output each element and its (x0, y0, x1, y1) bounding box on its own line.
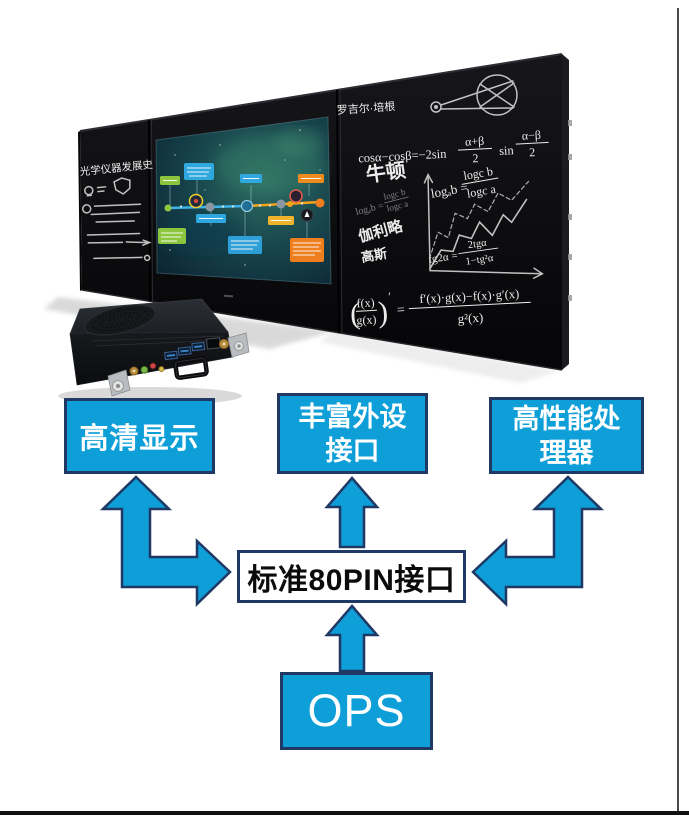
center-screen (155, 116, 332, 285)
screen-timeline (158, 163, 325, 262)
svg-text:=: = (397, 303, 406, 318)
arrow-left-elbow (99, 475, 232, 607)
feature-box-peripheral-line2: 接口 (325, 435, 380, 466)
svg-text:cosα−cosβ=−2sin: cosα−cosβ=−2sin (358, 147, 448, 166)
svg-text:1−tg²α: 1−tg²α (465, 253, 495, 268)
svg-text:tg2α =: tg2α = (428, 250, 458, 266)
svg-text:f(x): f(x) (356, 295, 375, 310)
smart-blackboard-photo: 光学仪器发展史 罗吉尔·培根 (44, 53, 572, 405)
arrow-middle-up (324, 476, 380, 549)
arrow-ops-up (324, 604, 380, 673)
feature-box-hd-display: 高清显示 (64, 398, 215, 474)
svg-text:): ) (377, 296, 389, 329)
usb-ports (164, 341, 206, 361)
ports (140, 337, 222, 374)
pin-interface-box: 标准80PIN接口 (237, 550, 466, 603)
page-right-border (677, 8, 679, 814)
feature-box-cpu-line2: 理器 (539, 437, 594, 468)
svg-text:α−β: α−β (521, 128, 541, 143)
fan-vent (84, 304, 156, 336)
ops-box: OPS (280, 672, 433, 750)
svg-text:2tgα: 2tgα (467, 238, 488, 252)
audio-jack-red (149, 362, 157, 370)
arrow-right-elbow (471, 475, 605, 607)
svg-text:logc a: logc a (466, 182, 498, 201)
mount-clips (568, 120, 572, 301)
audio-jack-yellow (158, 366, 165, 372)
feature-box-cpu-line1: 高性能处 (512, 403, 621, 434)
svg-text:g(x): g(x) (356, 312, 377, 327)
chalk-chart (423, 172, 544, 280)
right-chalk-panel: 罗吉尔·培根 cosα−cosβ=−2sin α+β 2 sin α−β 2 牛… (336, 74, 549, 331)
feature-box-hd-display-label: 高清显示 (79, 423, 200, 455)
feature-box-peripheral-ports: 丰富外设 接口 (277, 393, 428, 474)
stars (169, 129, 321, 266)
pin-interface-label: 标准80PIN接口 (247, 563, 456, 597)
scientist-name: 罗吉尔·培根 (336, 99, 396, 117)
svg-text:(: ( (349, 297, 361, 330)
ops-module-photo (58, 298, 250, 405)
log-formula-small: logₐb = logc b logc a (354, 187, 409, 218)
svg-text:logc b: logc b (462, 164, 494, 183)
gauss-name: 高斯 (360, 246, 388, 265)
derivative-formula: ( f(x) g(x) ) ′ = f′(x)·g(x)−f(x)·g′(x) … (349, 287, 531, 331)
cos-formula: cosα−cosβ=−2sin α+β 2 sin α−β 2 (358, 128, 549, 166)
page-bottom-border (0, 811, 689, 815)
log-formula: logₐb = logc b logc a (430, 164, 499, 201)
audio-jack-green (140, 366, 149, 374)
ops-box-label: OPS (307, 685, 406, 736)
svg-text:α+β: α+β (465, 134, 485, 149)
svg-text:g²(x): g²(x) (457, 310, 483, 326)
feature-box-cpu: 高性能处 理器 (489, 397, 644, 474)
brand-logo-mark (223, 294, 234, 298)
tg-formula: tg2α = 2tgα 1−tg²α (428, 238, 499, 268)
svg-text:f′(x)·g(x)−f(x)·g′(x): f′(x)·g(x)−f(x)·g′(x) (419, 287, 520, 306)
optics-eye-diagram (430, 74, 518, 116)
svg-text:2: 2 (529, 145, 536, 159)
timeline-chips (158, 163, 324, 262)
svg-text:′: ′ (388, 290, 392, 304)
svg-text:2: 2 (472, 151, 479, 165)
svg-text:logₐb =: logₐb = (430, 180, 469, 201)
ethernet-port (205, 337, 222, 350)
feature-box-peripheral-line1: 丰富外设 (298, 401, 407, 432)
svg-text:sin: sin (499, 143, 515, 158)
handle (173, 356, 209, 380)
